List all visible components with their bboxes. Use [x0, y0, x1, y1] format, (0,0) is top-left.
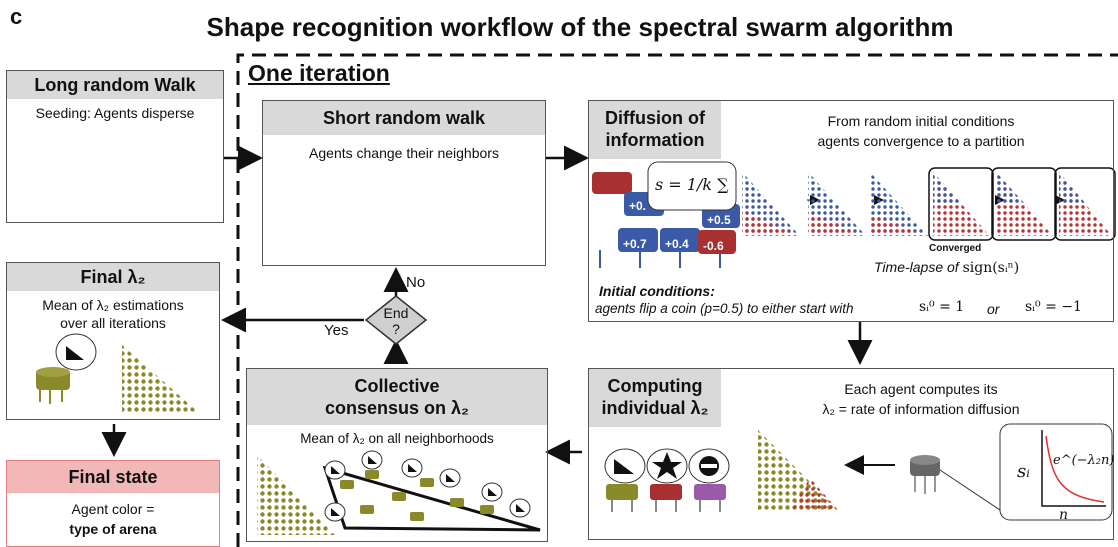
agent-value-2: +0.	[629, 199, 647, 213]
diffusion-formula: s = 1/k ∑	[655, 175, 729, 194]
diffusion-header-line2: information	[605, 130, 705, 150]
computing-desc-line1: Each agent computes its	[844, 381, 998, 397]
long-walk-header: Long random Walk	[7, 71, 223, 99]
consensus-desc: Mean of λ₂ on all neighborhoods	[300, 431, 494, 446]
init-val1: sᵢ⁰ = 1	[919, 299, 965, 315]
short-walk-subtitle: Agents change their neighbors	[309, 145, 499, 161]
timelapse-caption: Time-lapse of sign(sᵢⁿ)	[874, 259, 1019, 276]
consensus-box: Collective consensus on λ₂ Mean of λ₂ on…	[246, 368, 548, 542]
iteration-label: One iteration	[248, 60, 390, 86]
final-lambda-desc-line1: Mean of λ₂ estimations	[42, 297, 184, 313]
computing-illustration	[604, 423, 1113, 521]
decision-yes-label: Yes	[324, 322, 349, 339]
decision-diamond	[364, 295, 428, 345]
decision-label-line1: End	[383, 305, 409, 321]
final-lambda-desc-line2: over all iterations	[60, 315, 166, 331]
long-walk-subtitle: Seeding: Agents disperse	[35, 105, 195, 121]
computing-header: Computing individual λ₂	[589, 369, 721, 427]
timelapse-prefix: Time-lapse of	[874, 259, 963, 275]
final-lambda-illustration	[36, 333, 198, 412]
final-lambda-box: Final λ₂ Mean of λ₂ estimations over all…	[6, 262, 220, 420]
figure-title: Shape recognition workflow of the spectr…	[206, 12, 954, 42]
consensus-illustration	[257, 450, 541, 535]
agent-value-1: -0.2	[597, 221, 618, 235]
init-val2: sᵢ⁰ = −1	[1025, 299, 1082, 315]
final-lambda-header: Final λ₂	[7, 263, 219, 291]
computing-header-line1: Computing	[607, 376, 703, 396]
plot-xlabel: n	[1059, 507, 1069, 523]
consensus-header-line2: consensus on λ₂	[324, 398, 470, 418]
long-walk-box: Long random Walk Seeding: Agents dispers…	[6, 70, 224, 223]
computing-box: Computing individual λ₂ Each agent compu…	[588, 368, 1114, 540]
consensus-header-line1: Collective	[354, 376, 440, 396]
short-walk-header: Short random walk	[263, 101, 545, 135]
converged-label: Converged	[929, 243, 982, 254]
timelapse-expr: sign(sᵢⁿ)	[962, 260, 1020, 276]
diffusion-header-line1: Diffusion of	[605, 108, 705, 128]
diffusion-desc-line2: agents convergence to a partition	[817, 133, 1025, 149]
diffusion-illustration	[592, 161, 1116, 268]
plot-formula: e^(−λ₂n)	[1053, 453, 1115, 468]
agent-value-4: +0.4	[665, 237, 689, 251]
init-or: or	[987, 301, 1000, 317]
computing-desc-line2: λ₂ = rate of information diffusion	[822, 401, 1020, 417]
diffusion-desc-line1: From random initial conditions	[827, 113, 1015, 129]
plot-ylabel: sᵢ	[1017, 461, 1030, 482]
computing-header-line2: individual λ₂	[601, 398, 709, 418]
final-state-line1: Agent color =	[71, 501, 155, 517]
flow-arrows	[101, 145, 873, 465]
agent-value-3: +0.7	[623, 237, 647, 251]
agent-value-5: +0.5	[707, 213, 731, 227]
diffusion-header: Diffusion of information	[589, 101, 721, 159]
decision-label-line2: ?	[392, 321, 400, 337]
final-state-line2: type of arena	[69, 521, 157, 537]
consensus-header: Collective consensus on λ₂	[247, 369, 547, 425]
init-text: agents flip a coin (p=0.5) to either sta…	[595, 301, 854, 316]
diffusion-box: Diffusion of information From random ini…	[588, 100, 1114, 322]
short-walk-box: Short random walk Agents change their ne…	[262, 100, 546, 266]
final-state-box: Final state Agent color = type of arena	[6, 460, 220, 547]
decision-no-label: No	[406, 274, 426, 291]
init-title: Initial conditions:	[599, 283, 715, 299]
panel-letter: c	[10, 4, 23, 29]
final-state-header: Final state	[7, 461, 219, 493]
agent-value-6: -0.6	[703, 239, 724, 253]
iteration-frame	[236, 53, 1118, 547]
